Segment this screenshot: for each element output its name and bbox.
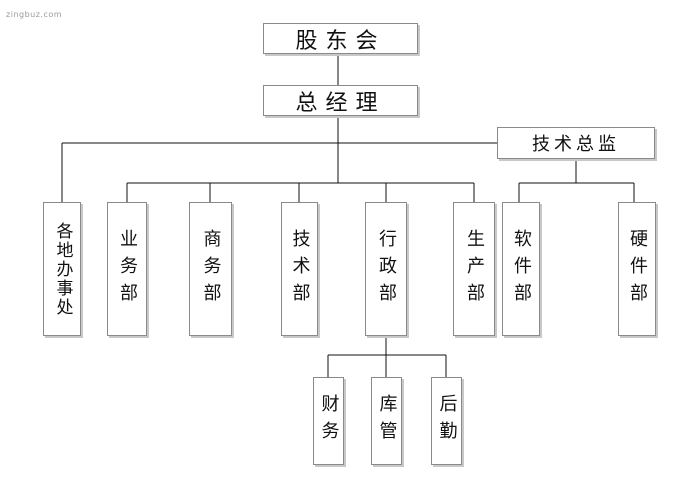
- node-technology-label: 技术部: [289, 228, 311, 310]
- node-business: 业务部: [107, 202, 147, 336]
- node-warehouse: 库管: [371, 377, 402, 465]
- node-logistics-label: 后勤: [436, 394, 458, 448]
- node-commerce-label: 商务部: [200, 228, 222, 310]
- node-software-label: 软件部: [511, 228, 532, 310]
- node-administration: 行政部: [365, 202, 407, 336]
- node-hardware: 硬件部: [618, 202, 656, 336]
- node-production-label: 生产部: [464, 228, 485, 310]
- watermark-text: zingbuz.com: [6, 10, 63, 19]
- node-shareholders-label: 股东会: [295, 28, 386, 54]
- node-finance-label: 财务: [318, 394, 340, 448]
- node-technology: 技术部: [281, 202, 318, 336]
- node-production: 生产部: [453, 202, 495, 336]
- node-general-manager-label: 总经理: [295, 90, 386, 116]
- node-commerce: 商务部: [189, 202, 232, 336]
- node-administration-label: 行政部: [376, 228, 397, 310]
- node-software: 软件部: [502, 202, 540, 336]
- node-business-label: 业务部: [117, 228, 138, 310]
- node-shareholders: 股东会: [263, 23, 418, 54]
- node-logistics: 后勤: [431, 377, 462, 465]
- node-regional-offices-label: 各地办事处: [52, 221, 73, 317]
- node-hardware-label: 硬件部: [627, 228, 648, 310]
- node-regional-offices: 各地办事处: [43, 202, 81, 336]
- node-finance: 财务: [313, 377, 344, 465]
- node-tech-director-label: 技术总监: [532, 134, 620, 155]
- node-general-manager: 总经理: [263, 85, 418, 116]
- node-warehouse-label: 库管: [376, 394, 398, 448]
- node-tech-director: 技术总监: [497, 127, 655, 159]
